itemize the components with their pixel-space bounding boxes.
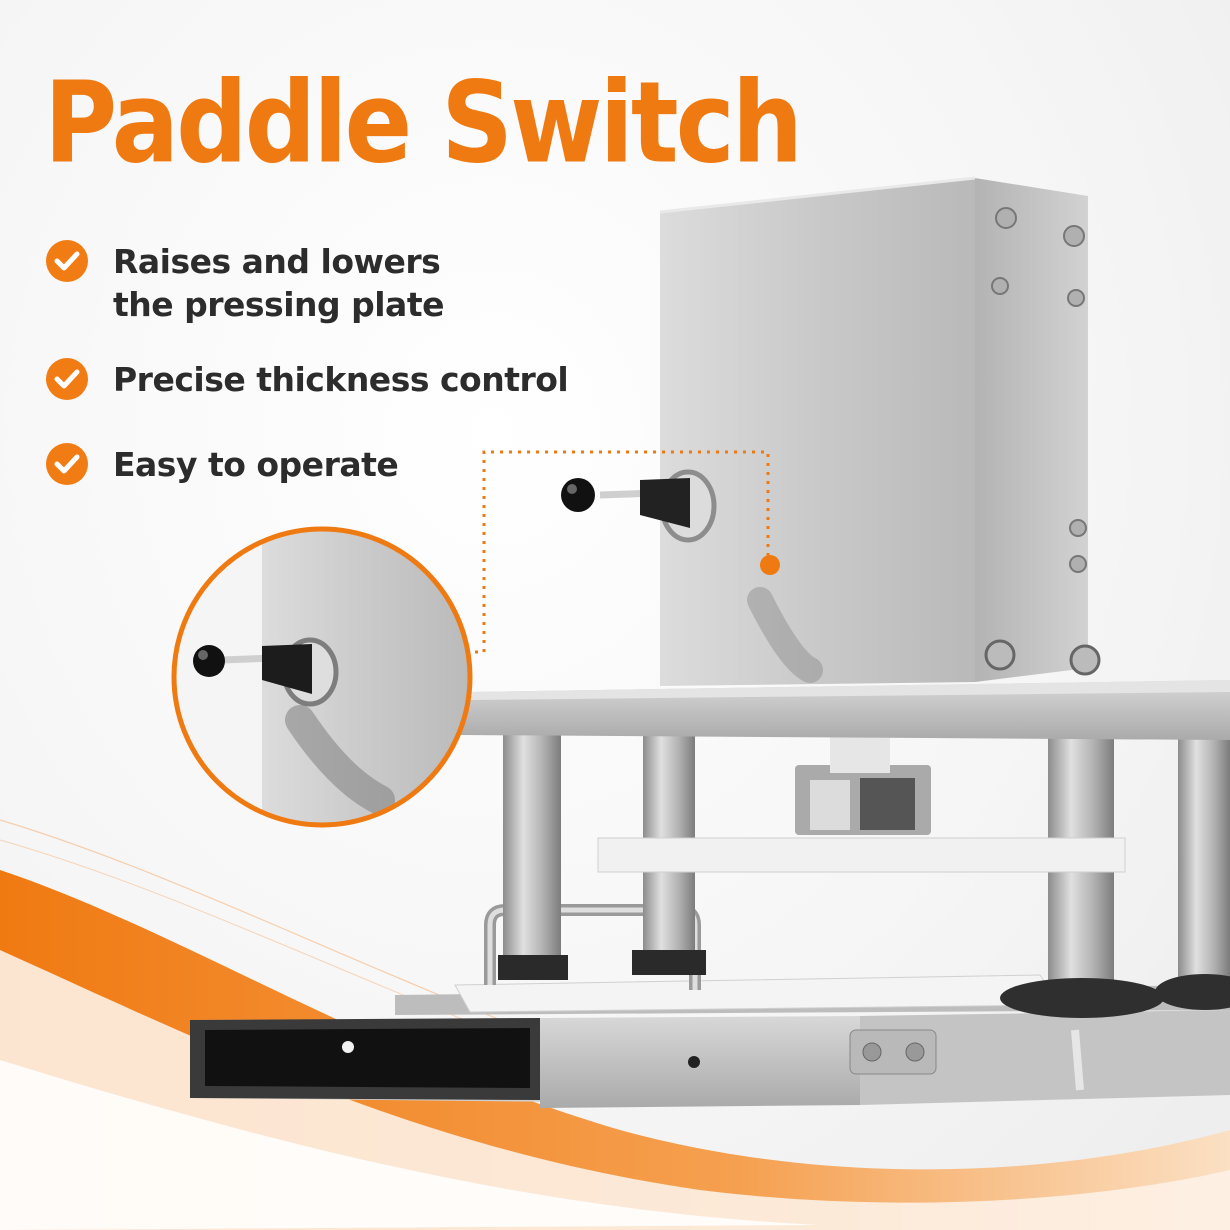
callout-dot	[760, 555, 780, 575]
callout-leader-line	[475, 450, 770, 654]
feature-line: Precise thickness control	[113, 360, 569, 399]
feature-line: Raises and lowers	[113, 242, 441, 281]
page-title: Paddle Switch	[44, 57, 803, 189]
base-board	[454, 974, 1061, 1013]
feature-line: the pressing plate	[113, 285, 444, 324]
feature-item-thickness: Precise thickness control	[46, 358, 569, 401]
feature-item-raise-lower: Raises and lowers the pressing plate	[46, 240, 444, 326]
check-circle-icon	[46, 240, 88, 282]
top-frame	[460, 680, 1230, 740]
pressing-plate	[597, 728, 1126, 873]
support-pillars	[498, 725, 1230, 1018]
feature-text: Raises and lowers the pressing plate	[113, 240, 444, 326]
feature-text: Precise thickness control	[113, 358, 569, 401]
feature-text: Easy to operate	[113, 443, 399, 486]
paddle-switch	[561, 469, 717, 543]
control-box	[659, 176, 1101, 686]
magnified-switch-callout	[171, 526, 473, 828]
check-circle-icon	[46, 443, 88, 485]
check-circle-icon	[46, 358, 88, 400]
feature-line: Easy to operate	[113, 445, 399, 484]
feature-item-easy: Easy to operate	[46, 443, 399, 486]
